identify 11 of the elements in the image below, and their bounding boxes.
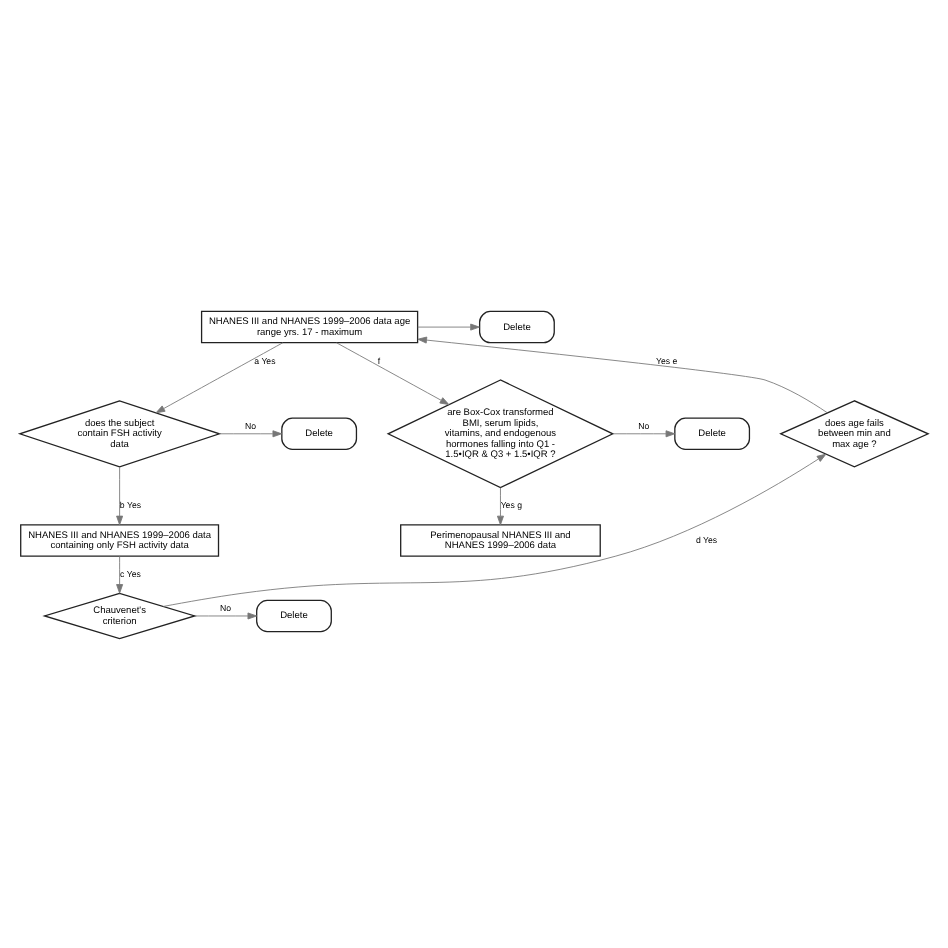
arrow — [116, 554, 124, 593]
arrow — [417, 335, 828, 413]
arrow — [497, 486, 504, 525]
arrow — [162, 452, 827, 606]
arrow — [218, 429, 283, 437]
arrow — [155, 341, 284, 413]
arrow — [194, 611, 258, 619]
arrow — [336, 341, 450, 404]
arrow — [417, 322, 480, 330]
arrow — [116, 465, 124, 525]
arrow — [612, 429, 676, 437]
